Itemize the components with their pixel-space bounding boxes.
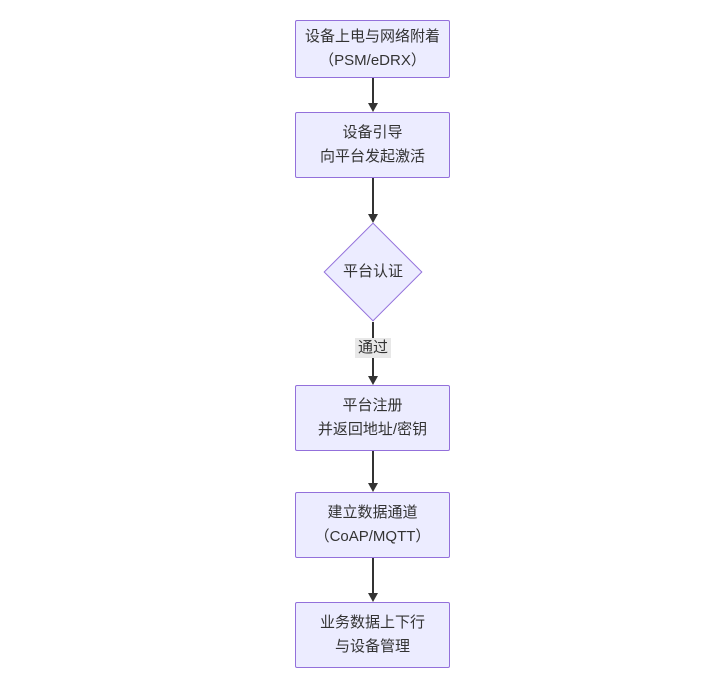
node-register: 平台注册 并返回地址/密钥 (295, 385, 450, 451)
arrow-down-icon (368, 376, 378, 385)
node-bootstrap: 设备引导 向平台发起激活 (295, 112, 450, 178)
node-power-on: 设备上电与网络附着 （PSM/eDRX） (295, 20, 450, 78)
edge-power-to-bootstrap-line (372, 78, 374, 103)
edge-bootstrap-to-auth-line (372, 178, 374, 214)
edge-label-pass: 通过 (354, 338, 392, 358)
arrow-down-icon (368, 103, 378, 112)
decision-auth-label: 平台认证 (342, 263, 403, 280)
node-business-line2: 与设备管理 (334, 638, 410, 655)
node-register-line1: 平台注册 (342, 397, 403, 414)
arrow-down-icon (368, 214, 378, 223)
node-business: 业务数据上下行 与设备管理 (295, 602, 450, 668)
edge-channel-to-business-line (372, 558, 374, 593)
node-business-line1: 业务数据上下行 (319, 614, 425, 631)
node-register-line2: 并返回地址/密钥 (317, 421, 428, 438)
arrow-down-icon (368, 483, 378, 492)
node-power-on-line1: 设备上电与网络附着 (304, 28, 440, 45)
node-channel-line1: 建立数据通道 (327, 504, 418, 521)
node-bootstrap-line1: 设备引导 (342, 124, 403, 141)
node-bootstrap-line2: 向平台发起激活 (319, 148, 425, 165)
arrow-down-icon (368, 593, 378, 602)
node-power-on-line2: （PSM/eDRX） (319, 52, 426, 69)
node-channel: 建立数据通道 （CoAP/MQTT） (295, 492, 450, 558)
node-channel-line2: （CoAP/MQTT） (314, 528, 431, 545)
edge-register-to-channel-line (372, 451, 374, 483)
